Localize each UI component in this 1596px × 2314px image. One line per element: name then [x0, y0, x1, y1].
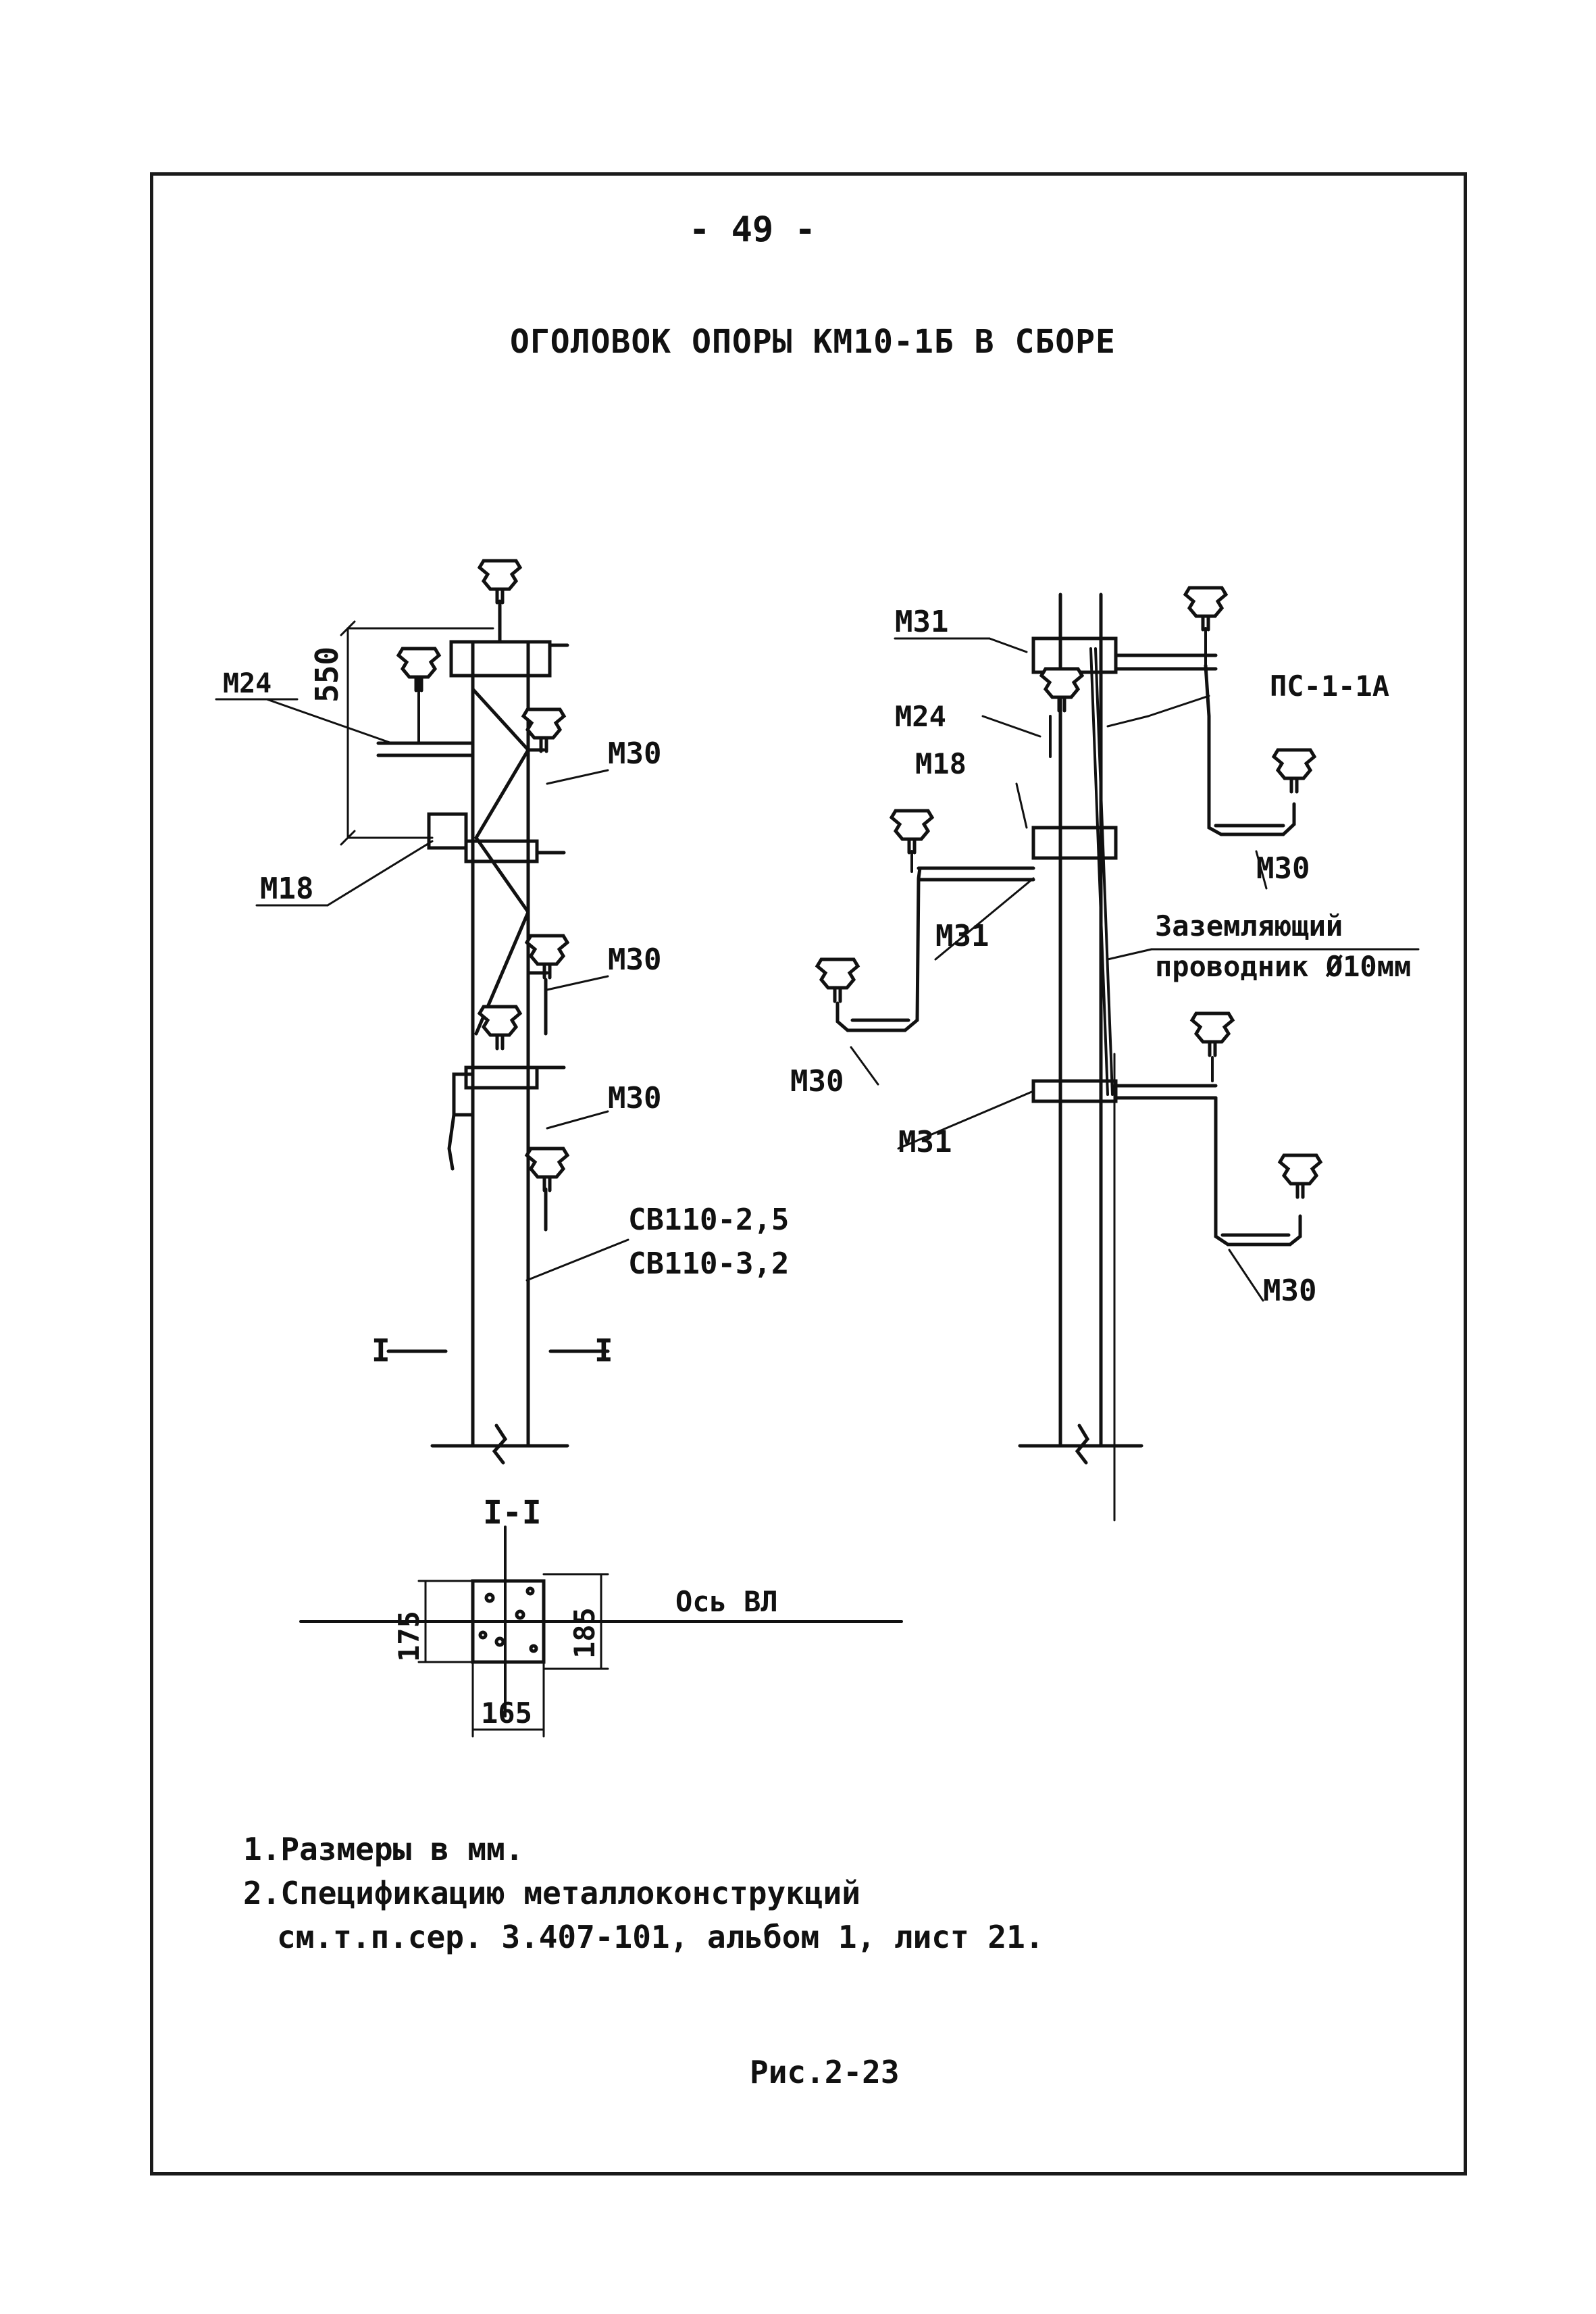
dimension-175: 175: [392, 1611, 426, 1662]
right-pole-view: [817, 588, 1420, 1521]
pole-label-2: СВ110-3,2: [628, 1247, 789, 1281]
section-title: I-I: [483, 1494, 542, 1532]
callout-m31-bottom: М31: [898, 1125, 952, 1159]
callout-m30-right-3: М30: [790, 1064, 844, 1099]
drawing-title: ОГОЛОВОК ОПОРЫ КМ10-1Б В СБОРЕ: [510, 323, 1116, 361]
note-3: см.т.п.сер. 3.407-101, альбом 1, лист 21…: [277, 1919, 1044, 1955]
dimension-550: 550: [309, 647, 345, 703]
grounding-label-line1: Заземляющий: [1155, 909, 1343, 942]
callout-m24-left: М24: [223, 668, 272, 699]
callout-m24-right: М24: [895, 700, 946, 733]
section-mark-right: I: [594, 1332, 613, 1369]
callout-m30-right-1: М30: [1256, 851, 1310, 886]
callout-m30-left-2: М30: [608, 942, 661, 977]
section-mark-left: I: [371, 1332, 390, 1369]
insulator-label: ПС-1-1А: [1270, 670, 1389, 703]
axis-label: Ось ВЛ: [675, 1585, 778, 1618]
callout-m31-top: М31: [895, 605, 948, 639]
page-number: - 49 -: [689, 209, 816, 250]
dimension-165: 165: [481, 1696, 532, 1730]
figure-caption: Рис.2-23: [750, 2054, 900, 2090]
dimension-185: 185: [568, 1607, 601, 1659]
note-2: 2.Спецификацию металлоконструкций: [243, 1875, 860, 1911]
grounding-label-line2: проводник Ø10мм: [1155, 950, 1411, 983]
drawing-frame: [150, 172, 1467, 2175]
callout-m30-left-1: М30: [608, 736, 661, 771]
left-pole-view: [215, 561, 629, 1465]
pole-label-1: СВ110-2,5: [628, 1203, 789, 1237]
note-1: 1.Размеры в мм.: [243, 1831, 524, 1867]
callout-m30-left-3: М30: [608, 1081, 661, 1115]
section-view: [299, 1526, 903, 1738]
callout-m30-right-2: М30: [1263, 1274, 1316, 1308]
callout-m31-middle: М31: [935, 919, 989, 953]
callout-m18-left: М18: [260, 872, 313, 906]
callout-m18-right: М18: [915, 747, 967, 780]
